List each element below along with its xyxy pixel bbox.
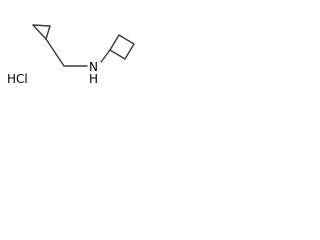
amine-n-label: N xyxy=(89,60,98,74)
cyclobutyl-ring xyxy=(109,34,135,60)
amine-to-cyclobutyl-bond xyxy=(100,49,111,63)
chemical-structure-diagram: N H HCl xyxy=(7,24,135,86)
cyclopropyl-bond-2 xyxy=(32,24,47,40)
hydrochloride-label: HCl xyxy=(7,72,28,86)
cyclopropyl-bond-3 xyxy=(45,25,51,40)
cyclopropyl-bond-1 xyxy=(32,24,51,27)
amine-h-label: H xyxy=(89,72,98,86)
bond-group xyxy=(32,24,135,67)
ring-to-methylene-bond xyxy=(45,38,65,67)
